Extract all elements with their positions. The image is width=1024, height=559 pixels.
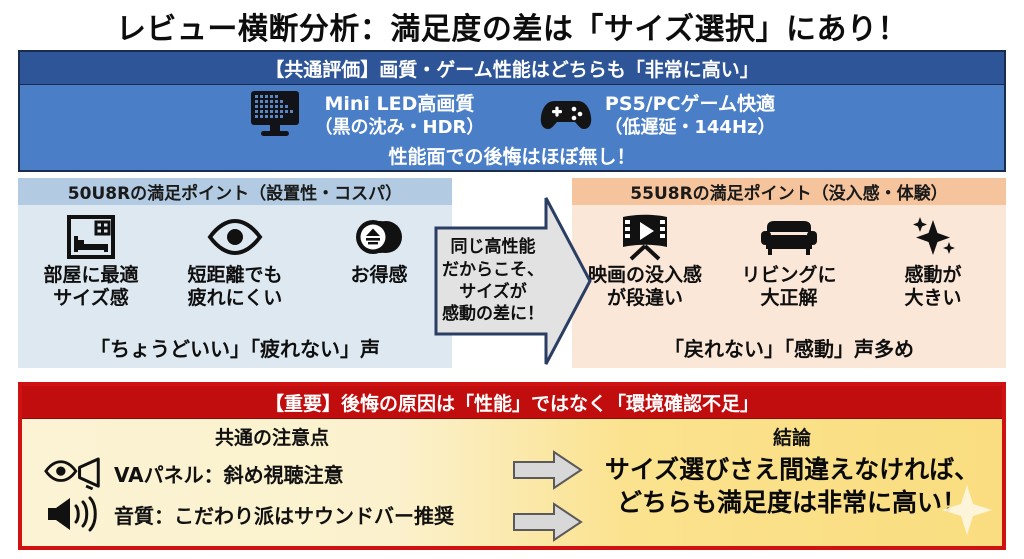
sparkle-decoration-icon — [938, 481, 996, 543]
sparkle-icon — [907, 213, 959, 261]
sofa-icon — [759, 213, 819, 261]
film-play-icon — [616, 213, 674, 261]
conclusion-title: 結論 — [772, 427, 811, 449]
conclusion-section: 結論 サイズ選びさえ間違えなければ、 どちらも満足度は非常に高い！ — [582, 419, 1002, 546]
common-evaluation-body: Mini LED高画質 （黒の沈み・HDR） — [20, 85, 1004, 170]
right-arrow-icon — [512, 449, 584, 495]
common-item-picture-quality: Mini LED高画質 （黒の沈み・HDR） — [249, 89, 485, 143]
conclusion-text: サイズ選びさえ間違えなければ、 どちらも満足度は非常に高い！ — [604, 455, 980, 517]
bedroom-icon — [66, 213, 116, 261]
important-box: 【重要】後悔の原因は「性能」ではなく「環境確認不足」 共通の注意点 VAパネル：… — [18, 382, 1006, 550]
panel-item-label: お得感 — [350, 264, 408, 286]
caution-text: 音質：こだわり派はサウンドバー推奨 — [114, 503, 454, 528]
panel-50u8r-quote: 「ちょうどいい」「疲れない」声 — [90, 337, 380, 361]
panel-50u8r-item-2: お得感 — [320, 213, 438, 310]
cautions-title: 共通の注意点 — [214, 427, 329, 449]
monitor-icon — [249, 89, 303, 143]
right-arrow-icon — [512, 501, 584, 546]
panel-50u8r-item-1: 短距離でも 疲れにくい — [176, 213, 294, 310]
panel-55u8r-item-0: 映画の没入感 が段違い — [586, 213, 704, 310]
common-evaluation-footer: 性能面での後悔はほぼ無し！ — [388, 146, 636, 168]
panel-item-label: 部屋に最適 サイズ感 — [43, 264, 139, 309]
common-item-label: Mini LED高画質 （黒の沈み・HDR） — [314, 93, 485, 138]
caution-row-0: VAパネル：斜め視聴注意 — [22, 456, 522, 490]
panel-55u8r: 55U8Rの満足ポイント（没入感・体験） 映画の没入感 が段違い — [572, 178, 1006, 368]
caution-text: VAパネル：斜め視聴注意 — [114, 462, 344, 487]
important-body: 共通の注意点 VAパネル：斜め視聴注意 — [22, 419, 1002, 546]
common-evaluation-band: 【共通評価】画質・ゲーム性能はどちらも「非常に高い」 — [18, 50, 1006, 172]
eye-tv-angle-icon — [44, 456, 102, 490]
panel-50u8r-header: 50U8Rの満足ポイント（設置性・コスパ） — [18, 178, 452, 205]
panel-55u8r-item-2: 感動が 大きい — [874, 213, 992, 310]
cautions-section: 共通の注意点 VAパネル：斜め視聴注意 — [22, 419, 522, 546]
panel-item-label: リビングに 大正解 — [741, 264, 837, 309]
panel-item-label: 映画の没入感 が段違い — [587, 264, 702, 309]
caution-row-1: 音質：こだわり派はサウンドバー推奨 — [22, 496, 522, 532]
page-title: レビュー横断分析：満足度の差は「サイズ選択」にあり！ — [115, 12, 909, 47]
panel-55u8r-header: 55U8Rの満足ポイント（没入感・体験） — [572, 178, 1006, 205]
eye-icon — [206, 213, 264, 261]
panel-item-label: 短距離でも 疲れにくい — [187, 264, 283, 309]
common-item-label: PS5/PCゲーム快適 （低遅延・144Hz） — [604, 93, 776, 138]
panel-55u8r-item-1: リビングに 大正解 — [730, 213, 848, 310]
center-arrow-text: 同じ高性能 だからこそ、 サイズが 感動の差に！ — [442, 237, 544, 325]
common-evaluation-header: 【共通評価】画質・ゲーム性能はどちらも「非常に高い」 — [20, 52, 1004, 85]
gamepad-icon — [540, 93, 592, 139]
coins-icon — [353, 213, 405, 261]
panel-item-label: 感動が 大きい — [904, 264, 962, 309]
speaker-icon — [44, 496, 102, 532]
important-header: 【重要】後悔の原因は「性能」ではなく「環境確認不足」 — [22, 386, 1002, 419]
panel-55u8r-quote: 「戻れない」「感動」声多め — [664, 337, 914, 361]
panel-50u8r: 50U8Rの満足ポイント（設置性・コスパ） 部屋に最適 サイズ感 — [18, 178, 452, 368]
panel-50u8r-item-0: 部屋に最適 サイズ感 — [32, 213, 150, 310]
common-item-gaming: PS5/PCゲーム快適 （低遅延・144Hz） — [540, 89, 776, 143]
center-arrow: 同じ高性能 だからこそ、 サイズが 感動の差に！ — [434, 196, 592, 366]
transition-arrows — [512, 449, 592, 546]
